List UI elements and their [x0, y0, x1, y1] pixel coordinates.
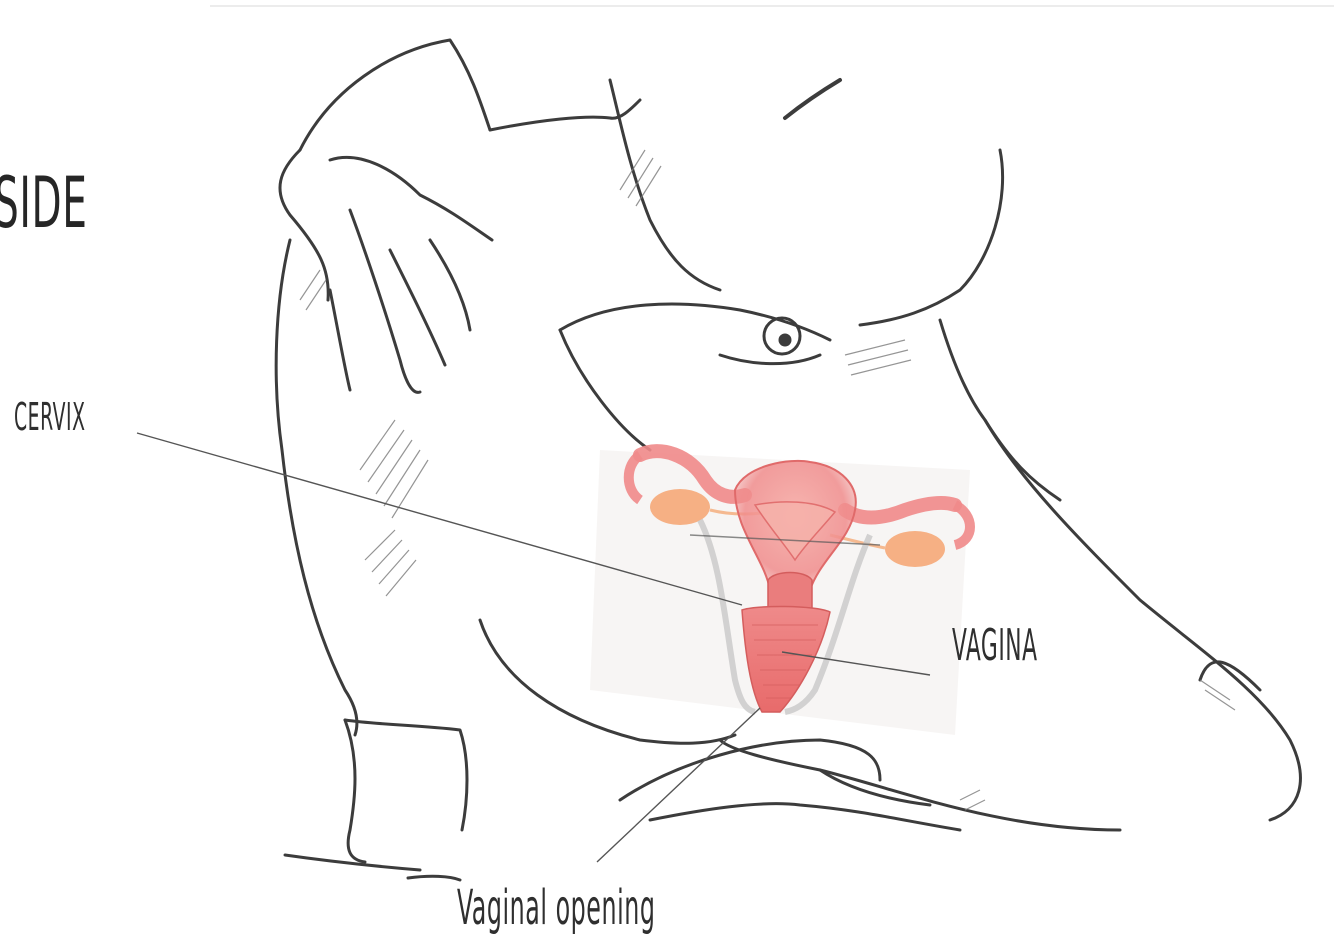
title-fragment-bottom: SIDE [0, 168, 88, 238]
cervix-label: CERVIX [14, 398, 86, 436]
vaginal-opening-leader-line [597, 708, 760, 862]
vagina-label: VAGINA [952, 624, 1038, 668]
right-ovary [885, 531, 945, 567]
body-outline [276, 40, 1300, 880]
vaginal-opening-label: Vaginal opening [457, 884, 655, 932]
knee-outline [300, 40, 490, 150]
